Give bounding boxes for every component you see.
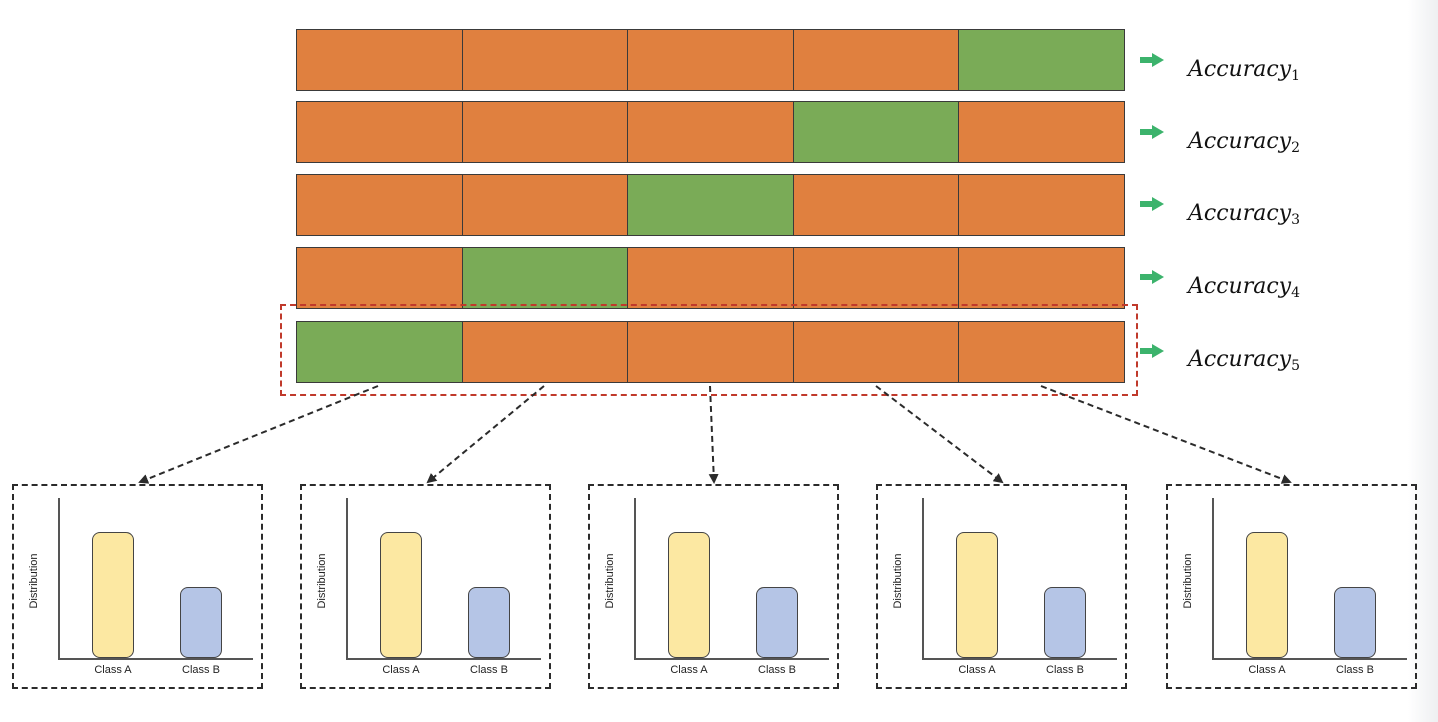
test-segment [793, 102, 960, 162]
accuracy-text: Accuracy [1188, 274, 1292, 299]
train-segment [793, 30, 960, 90]
fold-row-3 [296, 174, 1125, 236]
accuracy-text: Accuracy [1188, 57, 1292, 82]
bar-class-a [668, 532, 710, 658]
train-segment [959, 102, 1124, 162]
x-tick-label: Class B [1046, 664, 1084, 676]
x-axis [1212, 658, 1407, 660]
y-axis [58, 498, 60, 659]
accuracy-subscript: 2 [1291, 140, 1301, 156]
right-edge-shade [1408, 0, 1438, 722]
y-axis-label: Distribution [892, 553, 904, 609]
x-axis [346, 658, 541, 660]
x-tick-label: Class A [1248, 664, 1286, 676]
accuracy-label-4: Accuracy4 [1188, 274, 1300, 306]
train-segment [793, 322, 960, 382]
x-tick-label: Class A [670, 664, 708, 676]
x-tick-label: Class A [94, 664, 132, 676]
y-axis-label: Distribution [1182, 553, 1194, 609]
bar-class-b [468, 587, 510, 658]
accuracy-label-2: Accuracy2 [1188, 129, 1300, 161]
train-segment [628, 248, 794, 308]
y-axis [1212, 498, 1214, 659]
fan-arrow-2 [426, 385, 545, 484]
y-axis [346, 498, 348, 659]
right-arrow-icon [1140, 125, 1164, 139]
train-segment [793, 248, 960, 308]
accuracy-label-3: Accuracy3 [1188, 201, 1300, 233]
x-tick-label: Class B [1336, 664, 1374, 676]
y-axis-label: Distribution [28, 553, 40, 609]
train-segment [959, 248, 1124, 308]
bar-class-b [756, 587, 798, 658]
y-axis-label: Distribution [604, 553, 616, 609]
accuracy-label-5: Accuracy5 [1188, 347, 1300, 379]
x-axis [634, 658, 829, 660]
y-axis-label: Distribution [316, 553, 328, 609]
train-segment [462, 30, 629, 90]
fold-row-5 [296, 321, 1125, 383]
y-axis [634, 498, 636, 659]
train-segment [462, 102, 629, 162]
accuracy-subscript: 1 [1291, 68, 1301, 84]
train-segment [628, 102, 794, 162]
fan-arrow-5 [1040, 385, 1292, 484]
bar-class-a [956, 532, 998, 658]
fold-row-1 [296, 29, 1125, 91]
x-tick-label: Class B [470, 664, 508, 676]
fan-arrow-1 [138, 385, 379, 484]
x-tick-label: Class A [382, 664, 420, 676]
accuracy-text: Accuracy [1188, 129, 1292, 154]
x-axis [58, 658, 253, 660]
test-segment [959, 30, 1124, 90]
train-segment [462, 322, 629, 382]
highlighted-fold-box [280, 304, 1138, 396]
x-tick-label: Class B [758, 664, 796, 676]
accuracy-subscript: 3 [1291, 212, 1301, 228]
fold-row-4 [296, 247, 1125, 309]
right-arrow-icon [1140, 53, 1164, 67]
train-segment [959, 322, 1124, 382]
train-segment [959, 175, 1124, 235]
train-segment [297, 175, 463, 235]
x-tick-label: Class B [182, 664, 220, 676]
bar-class-b [1334, 587, 1376, 658]
accuracy-text: Accuracy [1188, 347, 1292, 372]
test-segment [628, 175, 794, 235]
right-arrow-icon [1140, 270, 1164, 284]
train-segment [462, 175, 629, 235]
bar-class-b [1044, 587, 1086, 658]
test-segment [297, 322, 463, 382]
right-arrow-icon [1140, 344, 1164, 358]
accuracy-text: Accuracy [1188, 201, 1292, 226]
bar-class-a [380, 532, 422, 658]
train-segment [297, 102, 463, 162]
bar-class-a [92, 532, 134, 658]
bar-class-a [1246, 532, 1288, 658]
right-arrow-icon [1140, 197, 1164, 211]
bar-class-b [180, 587, 222, 658]
x-axis [922, 658, 1117, 660]
fold-row-2 [296, 101, 1125, 163]
fan-arrow-3 [708, 385, 719, 484]
test-segment [462, 248, 629, 308]
accuracy-subscript: 5 [1291, 358, 1301, 374]
y-axis [922, 498, 924, 659]
accuracy-label-1: Accuracy1 [1188, 57, 1300, 89]
accuracy-subscript: 4 [1291, 285, 1301, 301]
fan-arrow-4 [875, 385, 1004, 484]
train-segment [628, 322, 794, 382]
train-segment [793, 175, 960, 235]
train-segment [297, 248, 463, 308]
x-tick-label: Class A [958, 664, 996, 676]
train-segment [297, 30, 463, 90]
train-segment [628, 30, 794, 90]
